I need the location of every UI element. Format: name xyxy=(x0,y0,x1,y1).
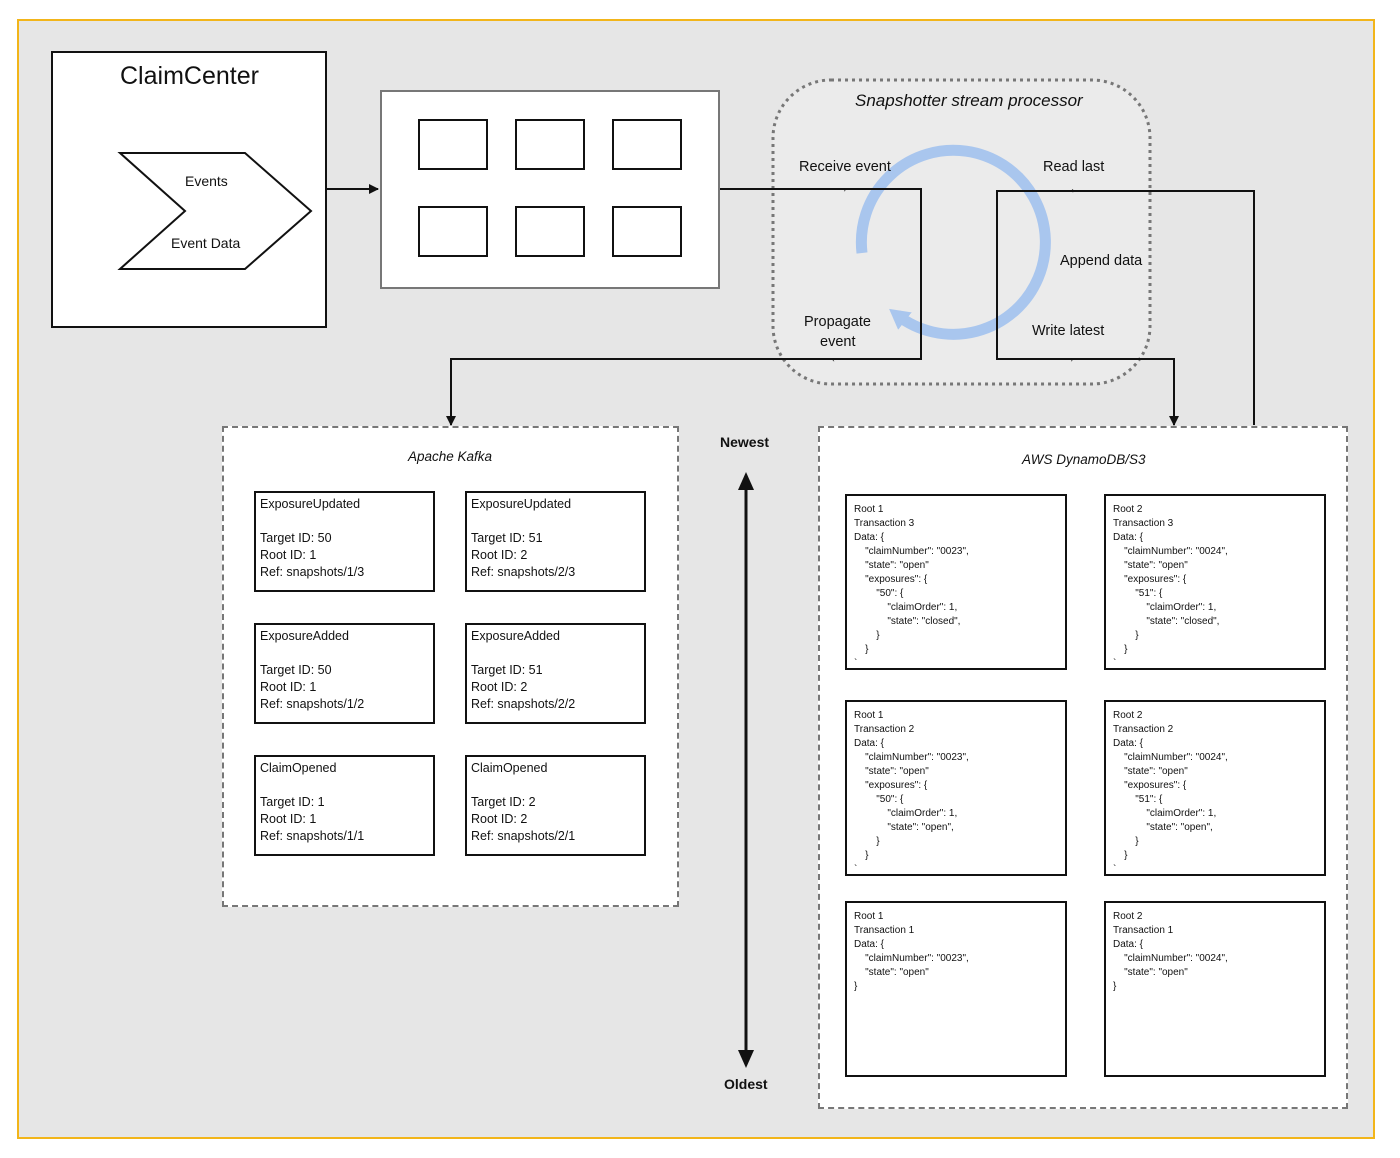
kafka-title: Apache Kafka xyxy=(408,449,493,464)
queue-slot xyxy=(612,119,682,170)
events-chevron xyxy=(117,152,313,270)
kafka-message: ExposureAdded Target ID: 51 Root ID: 2 R… xyxy=(465,623,646,724)
snapshotter-title: Snapshotter stream processor xyxy=(855,91,1083,110)
write-latest-label: Write latest xyxy=(1032,323,1105,339)
propagate-label: Propagate xyxy=(804,314,871,330)
kafka-message: ClaimOpened Target ID: 2 Root ID: 2 Ref:… xyxy=(465,755,646,856)
queue-slot xyxy=(515,119,585,170)
snapshot-record: Root 2 Transaction 2 Data: { "claimNumbe… xyxy=(1104,700,1326,876)
kafka-message: ClaimOpened Target ID: 1 Root ID: 1 Ref:… xyxy=(254,755,435,856)
cycle-arrow xyxy=(855,144,1051,340)
read-last-arrow-glyph: ← xyxy=(1068,180,1082,196)
propagate-arrow-glyph: ← xyxy=(829,349,843,365)
timeline-arrowhead-down xyxy=(738,1050,754,1068)
receive-event-arrow-glyph: → xyxy=(835,179,849,195)
append-data-label: Append data xyxy=(1060,253,1143,269)
snapshotter-container xyxy=(771,78,1152,386)
receive-event-label: Receive event xyxy=(799,159,891,175)
snapshot-record: Root 1 Transaction 3 Data: { "claimNumbe… xyxy=(845,494,1067,670)
snapshot-record: Root 1 Transaction 2 Data: { "claimNumbe… xyxy=(845,700,1067,876)
connector-right-loop xyxy=(996,190,1255,426)
write-latest-arrow-glyph: → xyxy=(1062,349,1076,365)
timeline-arrowhead-up xyxy=(738,472,754,490)
snapshot-record: Root 1 Transaction 1 Data: { "claimNumbe… xyxy=(845,901,1067,1077)
kafka-message: ExposureUpdated Target ID: 50 Root ID: 1… xyxy=(254,491,435,592)
snapshot-record: Root 2 Transaction 1 Data: { "claimNumbe… xyxy=(1104,901,1326,1077)
propagate-event-label: event xyxy=(820,334,856,350)
kafka-message: ExposureUpdated Target ID: 51 Root ID: 2… xyxy=(465,491,646,592)
oldest-label: Oldest xyxy=(724,1076,768,1092)
event-data-label: Event Data xyxy=(171,235,241,251)
read-last-label: Read last xyxy=(1043,159,1105,175)
newest-label: Newest xyxy=(720,434,770,450)
snapshot-record: Root 2 Transaction 3 Data: { "claimNumbe… xyxy=(1104,494,1326,670)
kafka-message: ExposureAdded Target ID: 50 Root ID: 1 R… xyxy=(254,623,435,724)
queue-slot xyxy=(515,206,585,257)
connector-left-loop xyxy=(446,188,922,426)
queue-slot xyxy=(612,206,682,257)
events-label: Events xyxy=(185,173,228,189)
queue-slot xyxy=(418,206,488,257)
queue-slot xyxy=(418,119,488,170)
dynamo-title: AWS DynamoDB/S3 xyxy=(1022,452,1146,467)
claimcenter-title: ClaimCenter xyxy=(120,62,259,90)
